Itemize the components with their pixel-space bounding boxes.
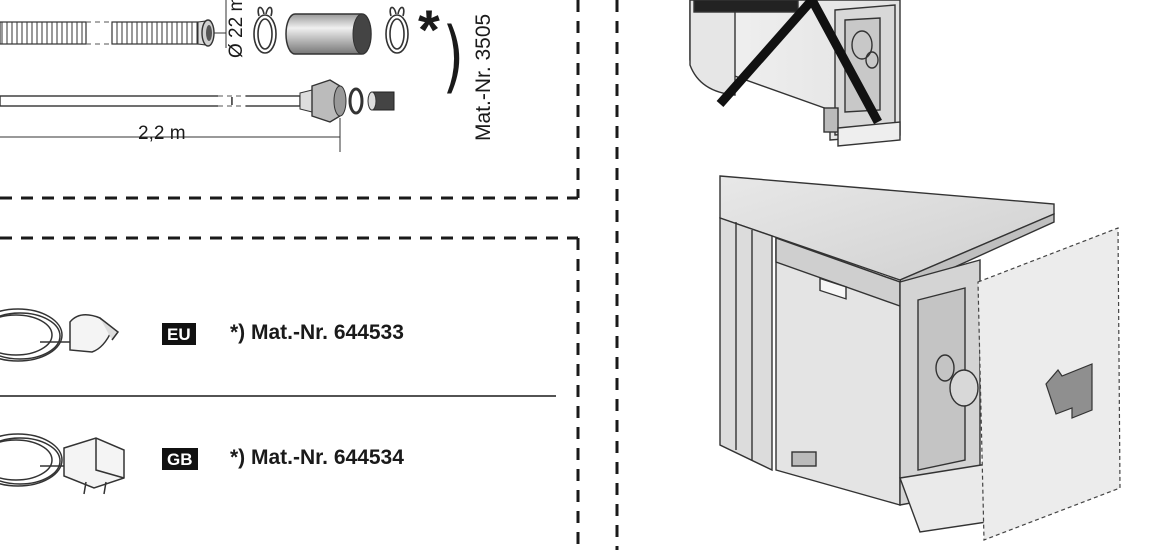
hose-clamp-right — [385, 6, 409, 54]
power-cable-eu — [0, 308, 120, 362]
region-badge-gb: GB — [162, 448, 198, 470]
part-number-gb: *) Mat.-Nr. 644534 — [230, 446, 404, 469]
drain-hose — [0, 0, 227, 48]
section-dividers — [0, 0, 619, 550]
hose-material-number: Mat.-Nr. 3505 — [472, 13, 495, 141]
part-number-eu: *) Mat.-Nr. 644533 — [230, 321, 404, 344]
hose-clamp-left — [253, 6, 277, 54]
hose-connector — [285, 13, 372, 55]
dishwasher-closeup — [689, 0, 901, 147]
footnote-asterisk: * — [418, 0, 440, 61]
inlet-hose — [0, 79, 395, 152]
dishwasher-built-in — [719, 175, 1121, 541]
region-badge-eu: EU — [162, 323, 196, 345]
footnote-paren: ) — [442, 12, 464, 102]
hose-length-label: 2,2 m — [138, 123, 186, 144]
hose-diameter-label: Ø 22 mm — [226, 0, 247, 58]
power-cable-gb — [0, 433, 125, 495]
washer-icon — [348, 87, 364, 115]
insert-arrow-icon — [1045, 363, 1093, 419]
